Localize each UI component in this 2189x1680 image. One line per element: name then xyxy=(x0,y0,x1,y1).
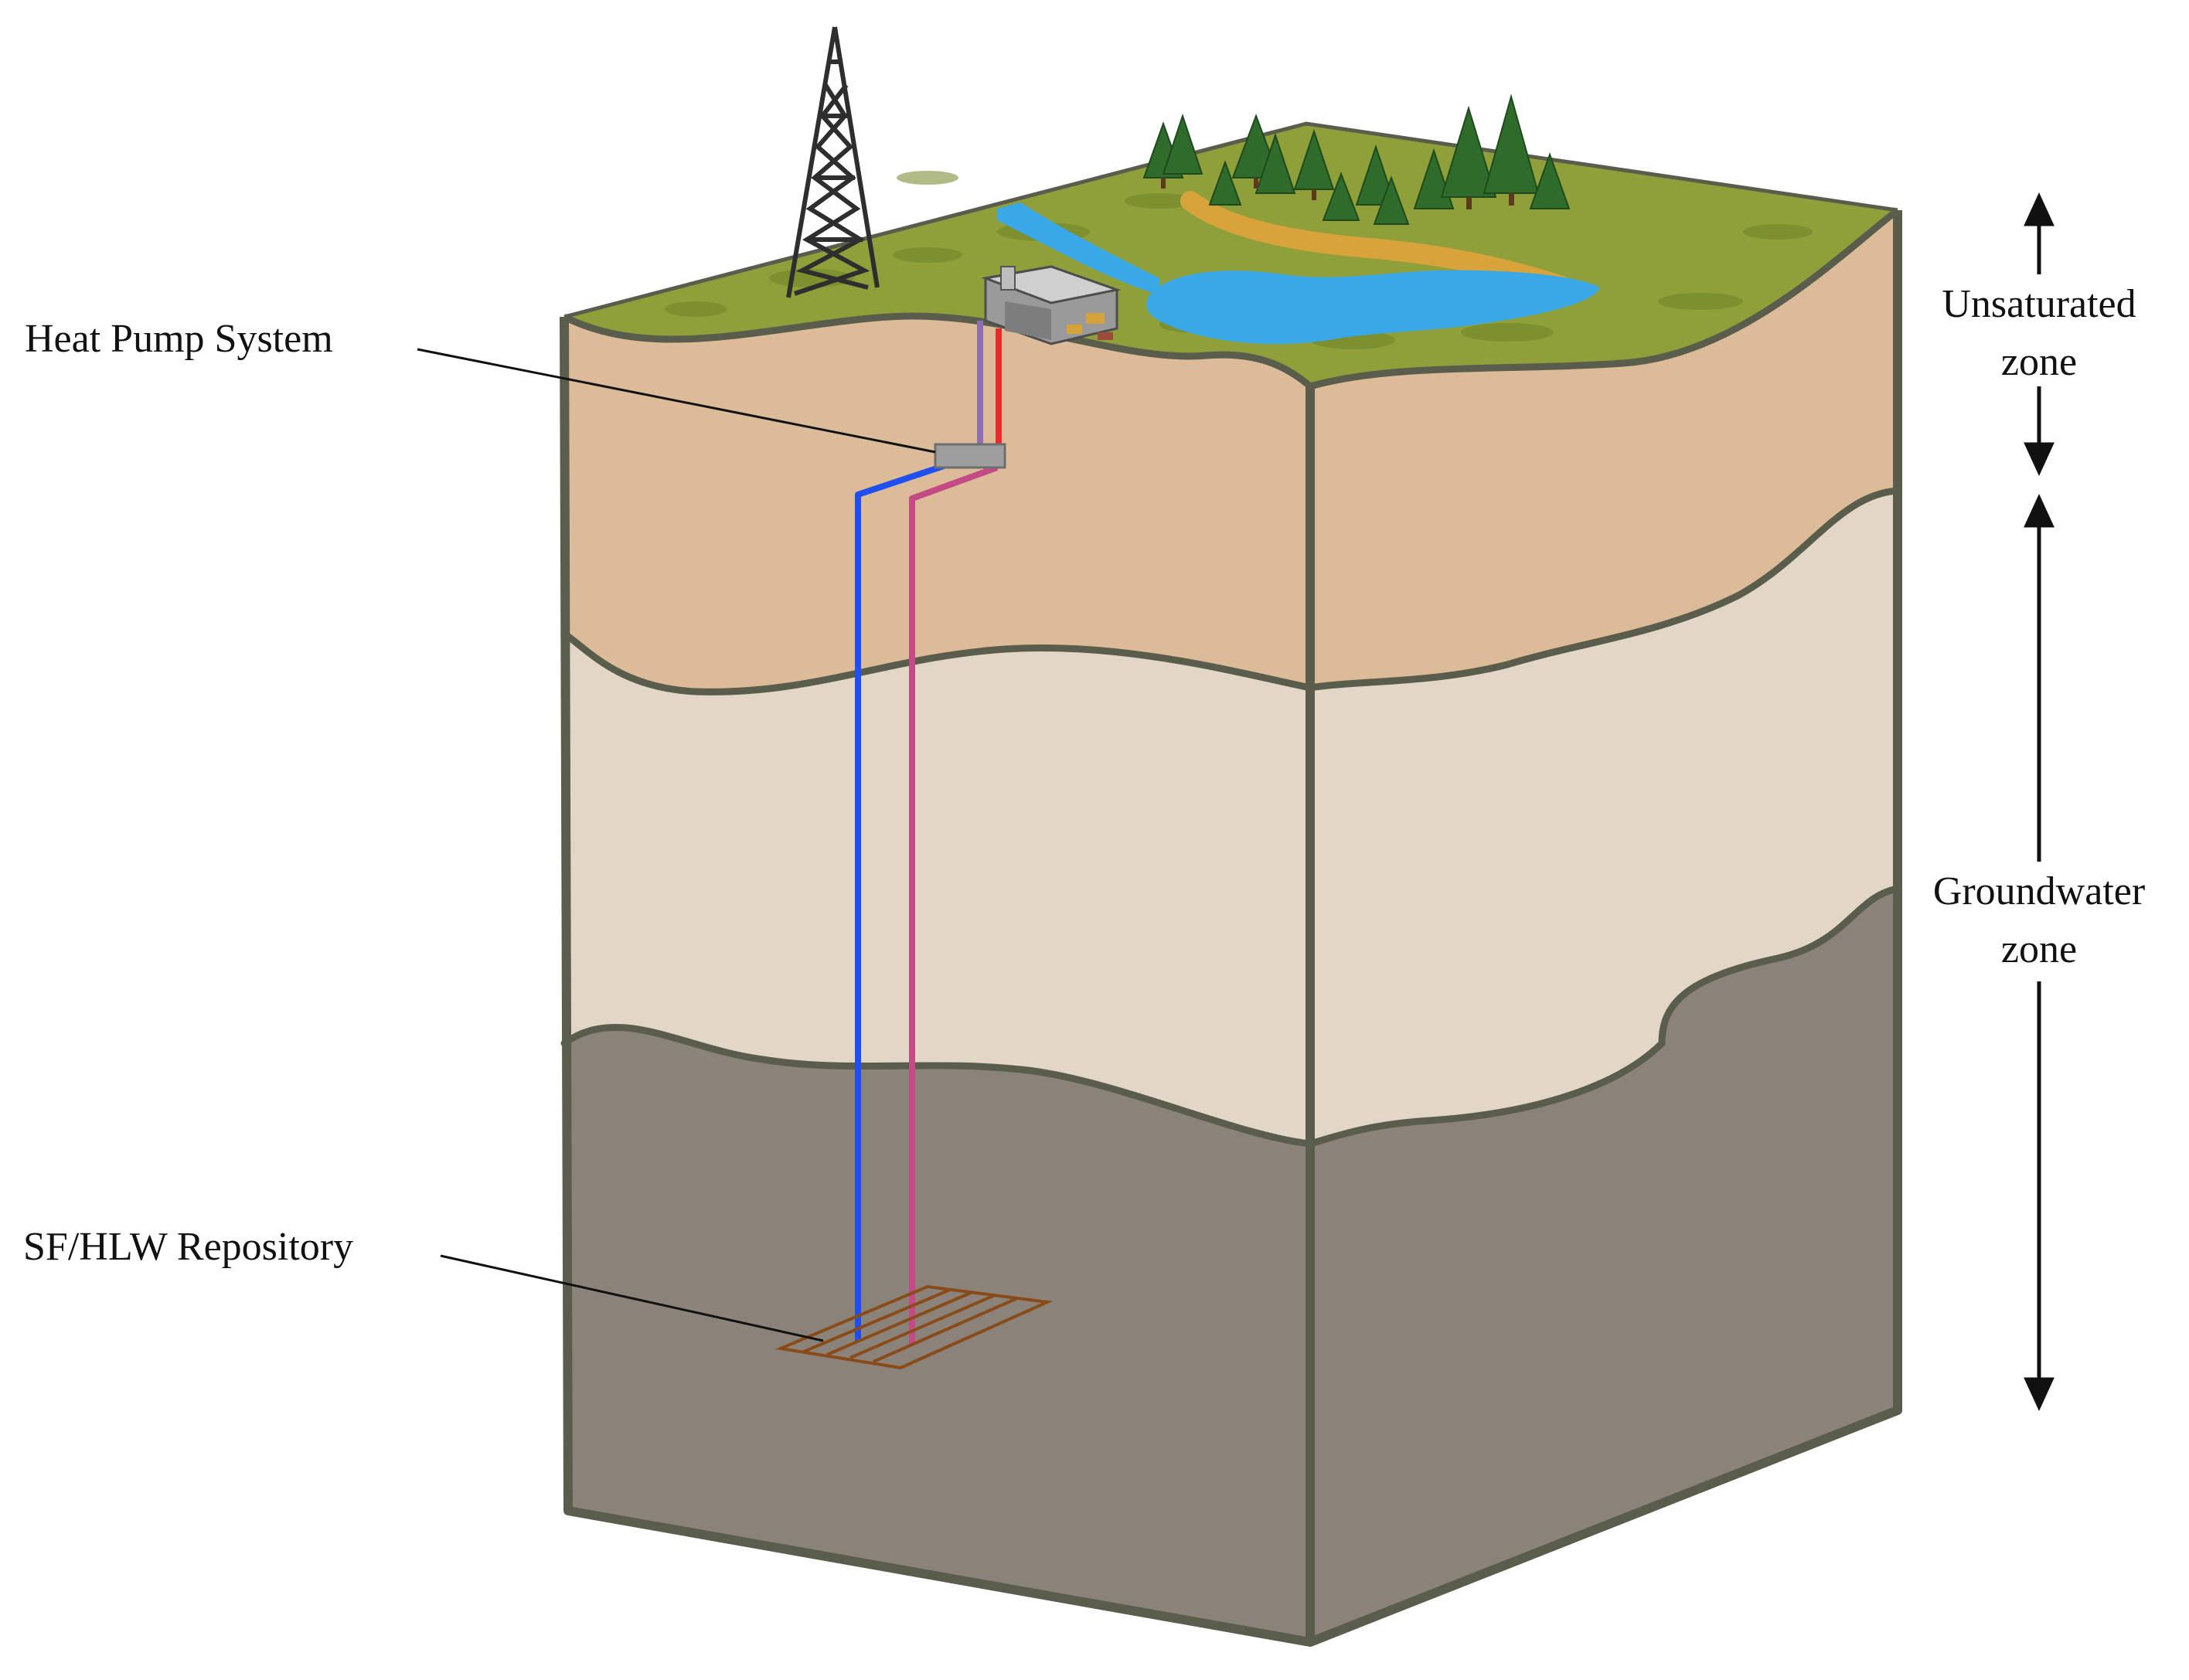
ground-surface xyxy=(562,121,1900,390)
label-heat-pump-system: Heat Pump System xyxy=(25,317,333,361)
block-outline xyxy=(560,210,1902,1647)
arrowhead-down-icon xyxy=(2024,1377,2055,1412)
block-right-face xyxy=(1310,210,1898,1642)
heat-pump-unit xyxy=(934,443,1006,469)
leader-lines xyxy=(417,348,936,1342)
leader-heat-pump xyxy=(417,348,936,454)
stratum-sediment-right xyxy=(1310,491,1898,1144)
surface-back-edge xyxy=(563,121,1898,319)
block-front-face xyxy=(564,316,1310,1642)
label-unsaturated-zone-line1: Unsaturated xyxy=(1942,282,2136,326)
arrowhead-up-icon xyxy=(2024,493,2055,528)
grass-surface xyxy=(564,124,1898,386)
label-groundwater-zone-line2: zone xyxy=(2001,927,2077,971)
stratum-topsoil-front xyxy=(564,316,1310,692)
label-sf-hlw-repository: SF/HLW Repository xyxy=(23,1225,353,1269)
stratum-topsoil-right xyxy=(1310,210,1898,688)
transmission-tower-icon xyxy=(786,26,880,298)
stratum-boundaries xyxy=(560,487,1901,1148)
heat-pump-pipes xyxy=(855,321,1002,1345)
repository-grid xyxy=(774,1284,1054,1370)
pipe-hot-line xyxy=(909,464,999,1345)
boundary-sediment-bedrock xyxy=(560,885,1901,1148)
river xyxy=(997,202,1159,295)
arrowhead-down-icon xyxy=(2024,442,2055,477)
surface-outline xyxy=(562,207,1900,390)
arrowhead-up-icon xyxy=(2024,192,2055,226)
lake xyxy=(1146,270,1600,345)
stratum-bedrock-right xyxy=(1310,889,1898,1642)
zone-arrows xyxy=(2024,192,2055,1412)
label-unsaturated-zone-line2: zone xyxy=(2001,340,2077,384)
leader-repository xyxy=(440,1254,824,1342)
boundary-topsoil-sediment xyxy=(560,487,1901,695)
forest-trees-icon xyxy=(1142,94,1571,225)
stratum-sediment-front xyxy=(564,634,1310,1144)
power-plant-building-icon xyxy=(981,265,1122,345)
pipe-cold-line xyxy=(855,461,952,1341)
label-groundwater-zone-line1: Groundwater xyxy=(1933,869,2145,913)
